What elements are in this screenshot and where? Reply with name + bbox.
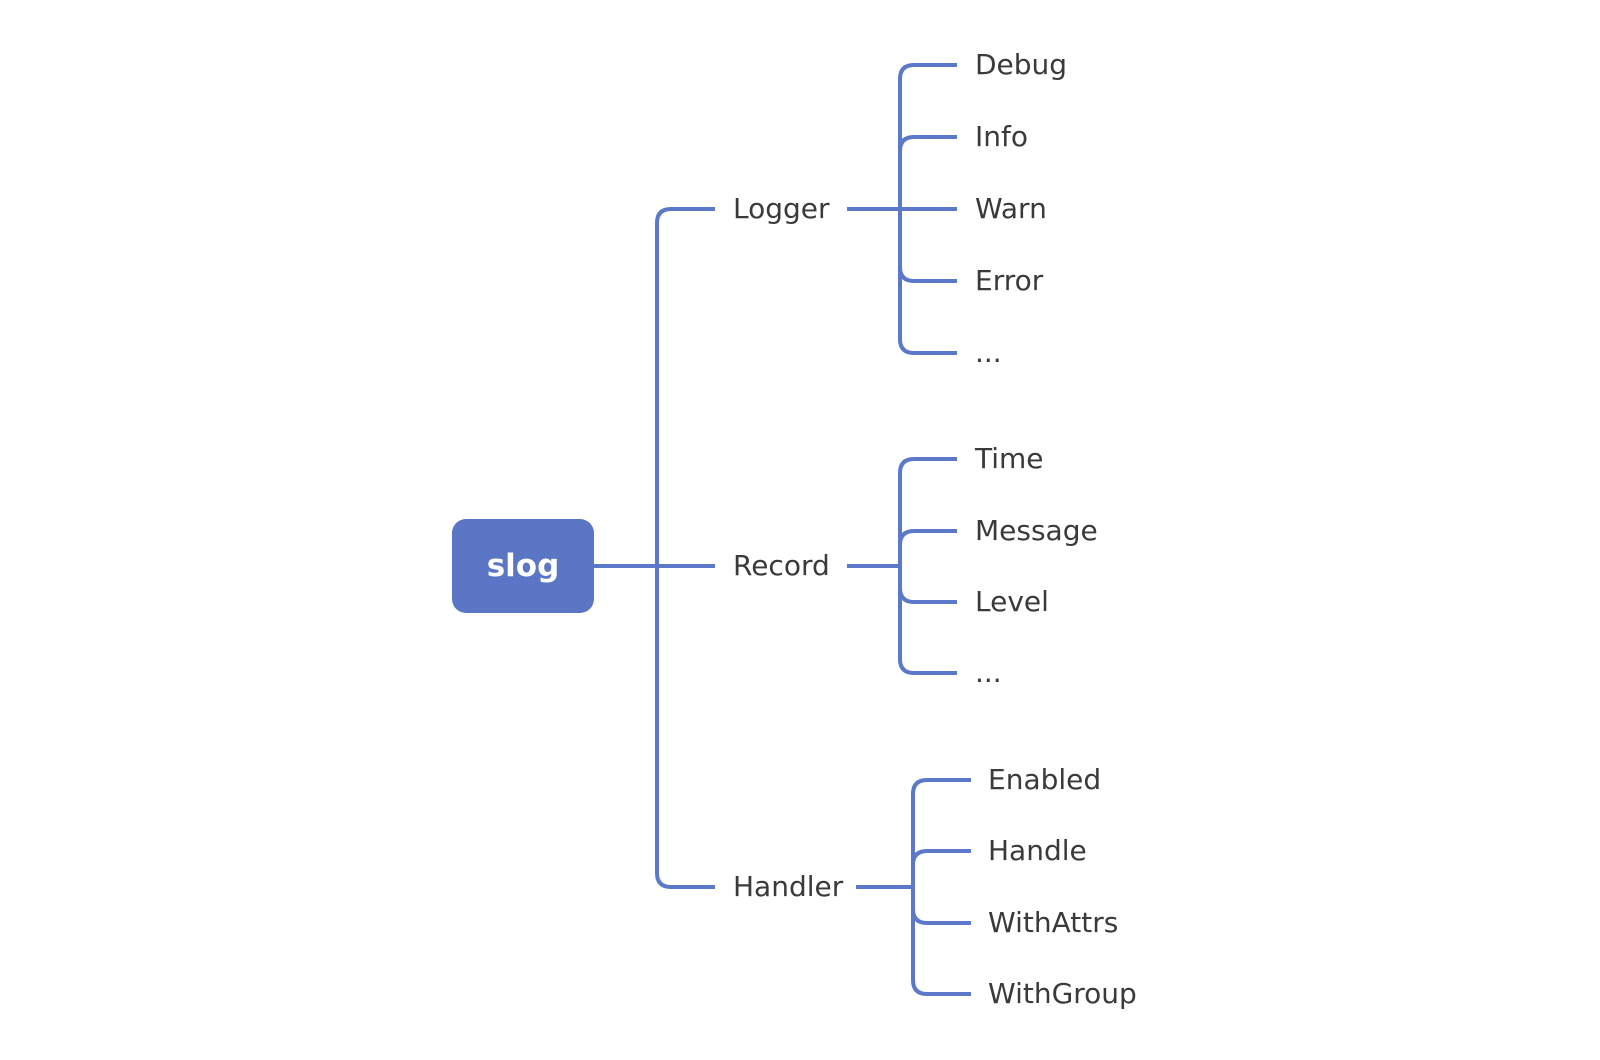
leaf-logger-error[interactable]: Error	[975, 264, 1044, 298]
leaf-handler-enabled[interactable]: Enabled	[988, 763, 1102, 797]
link-handler-handle	[911, 849, 971, 887]
leaf-record-time[interactable]: Time	[975, 442, 1044, 476]
link-record-time	[898, 457, 957, 566]
leaf-record-message[interactable]: Message	[975, 514, 1098, 548]
link-handler-enabled	[911, 778, 971, 887]
leaf-handler-withattrs[interactable]: WithAttrs	[988, 906, 1119, 940]
link-record-level	[898, 566, 957, 604]
leaf-handler-withgroup[interactable]: WithGroup	[988, 977, 1137, 1011]
link-handler-withgroup	[911, 887, 971, 996]
link-logger-debug	[898, 63, 957, 209]
leaf-record-level[interactable]: Level	[975, 585, 1049, 619]
leaf-logger-warn[interactable]: Warn	[975, 192, 1047, 226]
branch-logger[interactable]: Logger	[733, 192, 830, 226]
link-logger-info	[898, 135, 957, 209]
link-record-message	[898, 529, 957, 566]
branch-record[interactable]: Record	[733, 549, 830, 583]
leaf-logger-debug[interactable]: Debug	[975, 48, 1068, 82]
root-node-slog[interactable]: slog	[452, 519, 594, 613]
leaf-record-more[interactable]: ...	[975, 656, 1002, 690]
link-root-handler	[655, 566, 715, 889]
branch-handler[interactable]: Handler	[733, 870, 844, 904]
leaf-handler-handle[interactable]: Handle	[988, 834, 1087, 868]
leaf-logger-more[interactable]: ...	[975, 336, 1002, 370]
link-handler-withattrs	[911, 887, 971, 925]
leaf-logger-info[interactable]: Info	[975, 120, 1028, 154]
link-logger-more	[898, 209, 957, 355]
link-logger-error	[898, 209, 957, 283]
link-record-more	[898, 566, 957, 675]
link-root-logger	[655, 207, 715, 566]
